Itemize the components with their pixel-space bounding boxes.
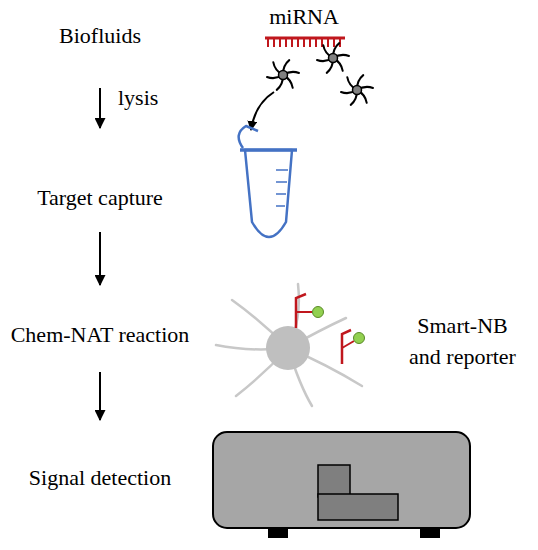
flow-arrow: [99, 88, 101, 128]
capture-particle: [317, 43, 349, 74]
annotation-label: Smart-NB and reporter: [405, 310, 520, 372]
capture-particle: [341, 75, 373, 106]
step-node: Chem-NAT reaction: [0, 285, 200, 372]
edge-label: lysis: [118, 86, 158, 110]
flow-arrow: [99, 372, 101, 420]
smart-nb-probe: [296, 294, 324, 328]
detection-instrument: [213, 432, 470, 538]
step-node: Signal detection: [0, 420, 200, 500]
nanoparticle-core: [266, 326, 310, 370]
nanoparticle-arms: [216, 284, 362, 406]
smart-nb-probe: [342, 330, 365, 364]
step-node: Target capture: [0, 128, 200, 232]
sample-tube: [239, 126, 297, 237]
capture-arrow: [251, 92, 274, 130]
step-label: Chem-NAT reaction: [0, 323, 200, 347]
step-node: Biofluids: [0, 10, 200, 88]
step-label: Signal detection: [0, 466, 200, 490]
flow-arrow: [99, 232, 101, 285]
step-label: Biofluids: [0, 24, 200, 48]
annotation-label: miRNA: [262, 4, 346, 30]
capture-particle: [267, 60, 299, 91]
step-label: Target capture: [0, 186, 200, 210]
mirna-strand: [265, 38, 345, 47]
